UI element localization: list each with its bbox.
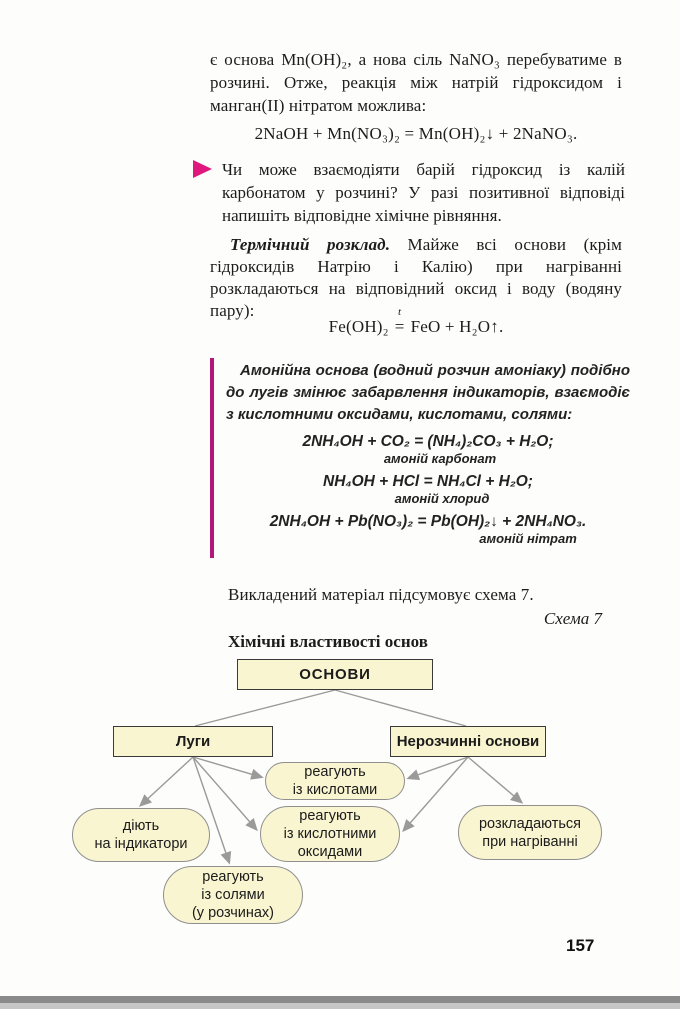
equation-left: Fe(OH)₂ (328, 317, 389, 336)
node-alkalis: Луги (113, 726, 273, 757)
equation-feoh2: Fe(OH)₂ t= FeO + H₂O↑. (210, 306, 622, 337)
node-react-with-acid-oxides: реагують із кислотними оксидами (260, 806, 400, 862)
node-decompose-on-heating: розкладаються при нагріванні (458, 805, 602, 860)
schema-caption: Схема 7 (543, 609, 602, 628)
equals-sign: = (394, 317, 405, 336)
note-formula-label: амоній хлорид (394, 491, 490, 506)
question-block: Чи може взаємодіяти барій гідроксид із к… (193, 158, 625, 227)
paragraph-thermal-decomposition: Термічний розклад. Майже всі основи (крі… (210, 234, 622, 322)
paragraph-rest: Майже всі основи (крім гідроксидів Натрі… (210, 235, 622, 320)
note-formula-label: амоній карбонат (383, 451, 497, 466)
equation-naoh-mnno3: 2NaOH + Mn(NO₃)₂ = Mn(OH)₂↓ + 2NaNO₃. (254, 124, 578, 143)
note-text: Амонійна основа (водний розчин амоніаку)… (226, 362, 630, 423)
diagram-connectors (138, 689, 524, 865)
note-equation: 2NH₄OH + CO₂ = (NH₄)₂CO₃ + H₂O; амоній к… (226, 432, 630, 466)
note-formula: NH₄OH + HCl = NH₄Cl + H₂O; (323, 473, 533, 490)
note-equation: NH₄OH + HCl = NH₄Cl + H₂O; амоній хлорид (226, 472, 630, 506)
question-text: Чи може взаємодіяти барій гідроксид із к… (222, 160, 625, 225)
node-react-with-salts: реагують із солями (у розчинах) (163, 866, 303, 924)
page-number: 157 (566, 936, 595, 955)
node-insoluble-bases: Нерозчинні основи (390, 726, 546, 757)
node-act-on-indicators: діють на індикатори (72, 808, 210, 862)
schema-diagram: ОСНОВИ Луги Нерозчинні основи реагують і… (0, 650, 680, 940)
node-bases: ОСНОВИ (237, 659, 433, 690)
temperature-symbol: t (398, 306, 402, 318)
paragraph-intro: є основа Mn(OH)₂, а нова сіль NaNO₃ пере… (210, 50, 622, 115)
node-react-with-acids: реагують із кислотами (265, 762, 405, 800)
note-formula: 2NH₄OH + CO₂ = (NH₄)₂CO₃ + H₂O; (302, 433, 554, 450)
note-formula: 2NH₄OH + Pb(NO₃)₂ = Pb(OH)₂↓ + 2NH₄NO₃. (269, 513, 587, 530)
page-edge-light (0, 1003, 680, 1009)
schema-title: Хімічні властивості основ (228, 632, 428, 651)
paragraph-lead: Термічний розклад. (230, 235, 391, 254)
note-formula-label: амоній нітрат (479, 531, 577, 546)
question-arrow-icon (193, 160, 212, 178)
equation-right: FeO + H₂O↑. (410, 317, 504, 336)
note-equation: 2NH₄OH + Pb(NO₃)₂ = Pb(OH)₂↓ + 2NH₄NO₃. … (226, 512, 630, 546)
paragraph-summary: Викладений матеріал підсумовує схема 7. (228, 585, 534, 604)
page-edge-dark (0, 996, 680, 1003)
equals-with-t: t= (394, 306, 405, 337)
ammonia-note: Амонійна основа (водний розчин амоніаку)… (210, 358, 630, 558)
